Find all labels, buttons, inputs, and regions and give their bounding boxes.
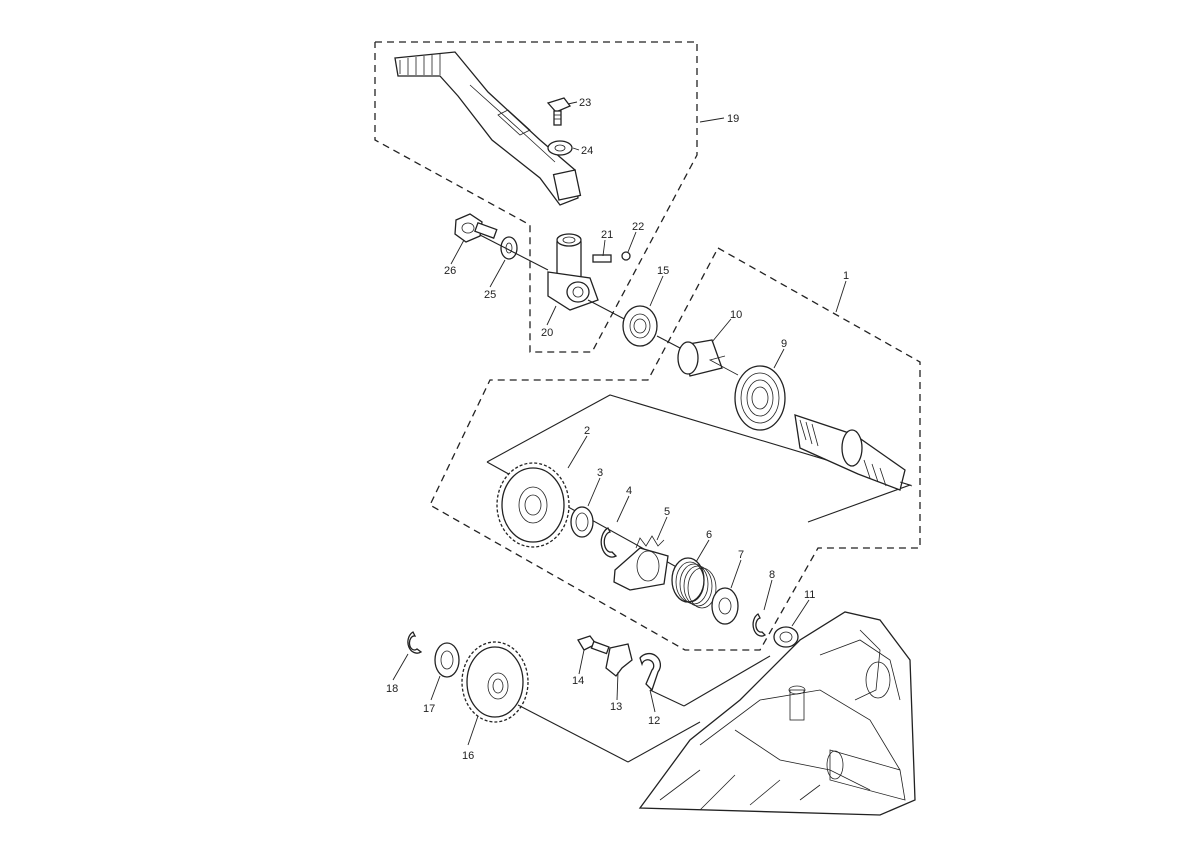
callout-15: 15 xyxy=(657,265,669,277)
callout-21: 21 xyxy=(601,229,613,241)
bolt-23 xyxy=(546,97,572,126)
callout-5: 5 xyxy=(664,506,670,518)
assembly-axis-upper xyxy=(479,234,549,271)
callout-24: 24 xyxy=(581,145,593,157)
clip-axis xyxy=(649,689,685,707)
group-1-boundary xyxy=(429,247,921,651)
washer-24 xyxy=(547,140,573,156)
leader-lines xyxy=(392,101,847,746)
callout-8: 8 xyxy=(769,569,775,581)
torsion-spring-9 xyxy=(708,355,786,431)
callout-1: 1 xyxy=(843,270,849,282)
callout-23: 23 xyxy=(579,97,591,109)
washer-11 xyxy=(773,626,799,648)
washer-17 xyxy=(434,642,460,678)
callout-12: 12 xyxy=(648,715,660,727)
group-19-boundary xyxy=(374,41,698,353)
callout-16: 16 xyxy=(462,750,474,762)
clip-axis-2 xyxy=(683,655,771,707)
callout-17: 17 xyxy=(423,703,435,715)
washer-25 xyxy=(500,236,518,260)
bolt-14 xyxy=(577,635,610,655)
callout-18: 18 xyxy=(386,683,398,695)
circlip-8 xyxy=(752,613,767,637)
callout-19: 19 xyxy=(727,113,739,125)
spring-clip-12 xyxy=(639,652,662,692)
callout-11: 11 xyxy=(804,589,815,601)
crankcase-housing xyxy=(638,611,916,816)
callout-7: 7 xyxy=(738,549,744,561)
kick-lever xyxy=(394,51,582,206)
circlip-4 xyxy=(600,527,618,558)
circlip-18 xyxy=(407,631,423,654)
washer-7 xyxy=(711,587,739,625)
pin-21 xyxy=(592,254,612,263)
assembly-axis-mid xyxy=(587,299,631,323)
callout-26: 26 xyxy=(444,265,456,277)
guide-plate-13 xyxy=(605,643,633,677)
callout-9: 9 xyxy=(781,338,787,350)
assembly-axis-seal xyxy=(656,335,681,349)
idle-gear-axis-2 xyxy=(627,721,701,763)
callout-20: 20 xyxy=(541,327,553,339)
bolt-26 xyxy=(454,213,498,243)
callout-4: 4 xyxy=(626,485,632,497)
callout-14: 14 xyxy=(572,675,584,687)
ball-22 xyxy=(621,251,631,261)
kick-gear-2 xyxy=(496,462,570,548)
callout-6: 6 xyxy=(706,529,712,541)
gear-assembly-frame xyxy=(486,394,912,523)
kick-boss-20 xyxy=(547,233,599,311)
washer-3 xyxy=(570,506,594,538)
callout-3: 3 xyxy=(597,467,603,479)
kick-shaft xyxy=(794,414,913,491)
callout-13: 13 xyxy=(610,701,622,713)
callout-10: 10 xyxy=(730,309,742,321)
idle-gear-axis xyxy=(517,704,629,763)
spring-6 xyxy=(671,557,717,609)
ratchet-5 xyxy=(613,535,669,591)
callout-2: 2 xyxy=(584,425,590,437)
oil-seal-15 xyxy=(622,305,658,347)
callout-25: 25 xyxy=(484,289,496,301)
collar-10 xyxy=(677,339,723,377)
callout-22: 22 xyxy=(632,221,644,233)
idle-gear-16 xyxy=(461,641,529,723)
